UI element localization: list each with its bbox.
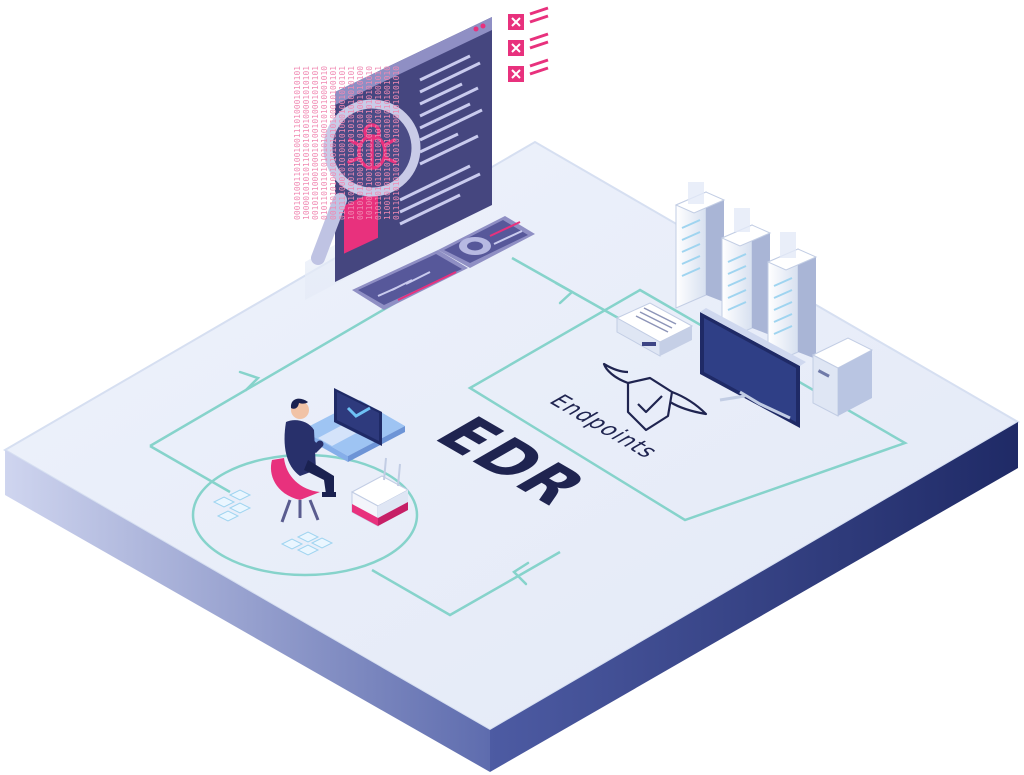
x-mark-icon <box>508 6 549 30</box>
flow-line-left-down <box>149 444 231 494</box>
bug-icon <box>347 123 397 170</box>
dashboard-card-chart <box>352 250 468 310</box>
platform-right-side <box>490 422 1018 772</box>
operator-workstation <box>270 388 405 523</box>
binary-line: 01110101010101010101001010101010 <box>392 66 401 220</box>
flow-arrows <box>238 281 575 586</box>
operator-person <box>284 398 336 497</box>
chair <box>270 458 320 523</box>
flow-line-bottom <box>371 568 521 617</box>
flow-line-bottom-right <box>519 550 561 577</box>
binary-line: 11001010101010101001010101001010 <box>383 66 392 220</box>
window-dot <box>480 23 486 29</box>
x-mark-icon <box>508 58 549 82</box>
binary-line: 01011100010101001010001001010101 <box>338 66 347 220</box>
binary-line: 00101010001000101001010001010101 <box>311 66 320 220</box>
router-icon <box>350 457 410 527</box>
binary-line: 01011010101010100101010101001011 <box>374 66 383 220</box>
threat-checklist <box>508 6 549 82</box>
magnifier <box>311 99 421 265</box>
server-rack <box>766 232 818 366</box>
checkmark-icon <box>346 406 371 418</box>
binary-line: 10000101010110101010100001010101 <box>302 66 311 220</box>
x-mark-icon <box>508 32 549 56</box>
workstation-monitor-icon <box>334 388 382 446</box>
server-rack <box>674 182 726 309</box>
data-cube-cluster <box>280 531 334 556</box>
flow-line-upper-left <box>149 301 396 448</box>
binary-line: 10100101001010101001001010101010 <box>365 66 374 220</box>
arrow-up-left <box>238 370 261 392</box>
arrow-bottom-left <box>512 561 530 586</box>
server-rack-group <box>674 182 818 366</box>
arrow-right <box>554 281 575 305</box>
window-titlebar <box>335 17 492 105</box>
endpoints-zone-outline <box>467 288 908 522</box>
window-pink-block <box>344 189 378 254</box>
network-device-icon <box>615 302 694 357</box>
data-cube-cluster <box>212 489 252 522</box>
threat-analysis-window <box>305 17 495 300</box>
desktop-tower-icon <box>811 337 874 417</box>
server-rack <box>720 208 772 342</box>
binary-line: 00110101001010101010100010100101 <box>329 66 338 220</box>
binary-line: 10101010010101001010101010010101 <box>347 66 356 220</box>
window-code-lines <box>399 54 483 226</box>
shield-icon <box>602 362 708 432</box>
binary-line: 00101010100100101010101001010100 <box>356 66 365 220</box>
dashboard-card-gauge <box>438 216 535 268</box>
binary-line: 01011010101010101000101010001010 <box>320 66 329 220</box>
window-dot <box>473 26 479 32</box>
binary-line: 00010100110100100111010001010101 <box>293 66 302 220</box>
monitor-icon <box>700 308 806 428</box>
platform-left-side <box>5 450 490 772</box>
